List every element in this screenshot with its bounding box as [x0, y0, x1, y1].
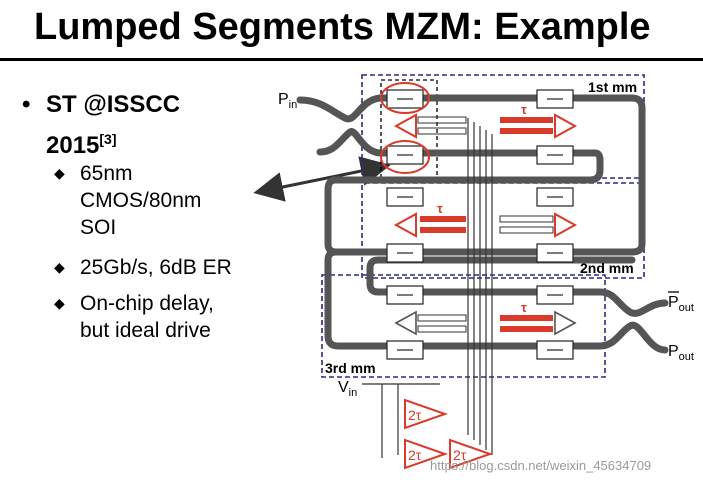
- driver-triangle-left: [393, 113, 417, 139]
- diode-symbols: [397, 98, 563, 351]
- main-bullet-text: ST @ISSCC 2015[3]: [46, 88, 246, 163]
- diamond-icon: ◆: [54, 295, 65, 311]
- driver-triangle-right: [554, 310, 577, 336]
- pin-label: Pin: [278, 91, 297, 111]
- diamond-icon: ◆: [54, 259, 65, 275]
- waveguide: [296, 94, 669, 354]
- pointer-double-arrow: [253, 156, 391, 202]
- tau-label: τ: [521, 102, 527, 117]
- two-tau-label: 2τ: [408, 447, 422, 463]
- vin-label: Vin: [338, 379, 357, 399]
- pout-label: Pout: [668, 343, 694, 363]
- slide-title: Lumped Segments MZM: Example: [34, 6, 651, 48]
- bullet-dot: •: [22, 91, 31, 118]
- main-bullet-line2: 2015[3]: [46, 122, 246, 163]
- segment-drivers: [393, 113, 578, 336]
- main-bullet-line1: ST @ISSCC: [46, 91, 181, 118]
- sub-bullet-line: SOI: [80, 216, 117, 239]
- citation-ref: [3]: [99, 131, 117, 147]
- driver-triangle-left: [394, 310, 417, 336]
- tau-label: τ: [521, 300, 527, 315]
- tau-label: τ: [437, 201, 443, 216]
- highlight-ellipse: [380, 140, 430, 174]
- sub-bullet-line: but ideal drive: [80, 319, 211, 342]
- segment-label-2: 2nd mm: [580, 260, 634, 276]
- sub-bullet-line: On-chip delay,: [80, 292, 214, 315]
- main-bullet-year: 2015: [46, 132, 100, 159]
- delay-buffers: [404, 398, 494, 470]
- watermark: https://blog.csdn.net/weixin_45634709: [430, 458, 652, 473]
- two-tau-label: 2τ: [408, 407, 422, 423]
- sub-bullet-line: CMOS/80nm: [80, 189, 202, 212]
- driver-triangle-right: [554, 113, 578, 139]
- two-tau-label: 2τ: [453, 447, 467, 463]
- pout-bar-label: Pout: [668, 294, 694, 314]
- title-rule: [0, 58, 703, 61]
- sub-bullet-line: 25Gb/s, 6dB ER: [80, 256, 232, 279]
- segment-label-3: 3rd mm: [325, 360, 376, 376]
- diamond-icon: ◆: [54, 165, 65, 181]
- control-bus: [362, 118, 493, 458]
- driver-triangle-right: [554, 212, 578, 238]
- diagram-labels: 1st mm 2nd mm 3rd mm τ τ τ 2τ 2τ 2τ Pin …: [278, 79, 694, 463]
- segment-label-1: 1st mm: [588, 79, 637, 95]
- driver-triangle-left: [393, 212, 417, 238]
- highlight-ellipse: [380, 82, 430, 114]
- sub-bullet-line: 65nm: [80, 162, 133, 185]
